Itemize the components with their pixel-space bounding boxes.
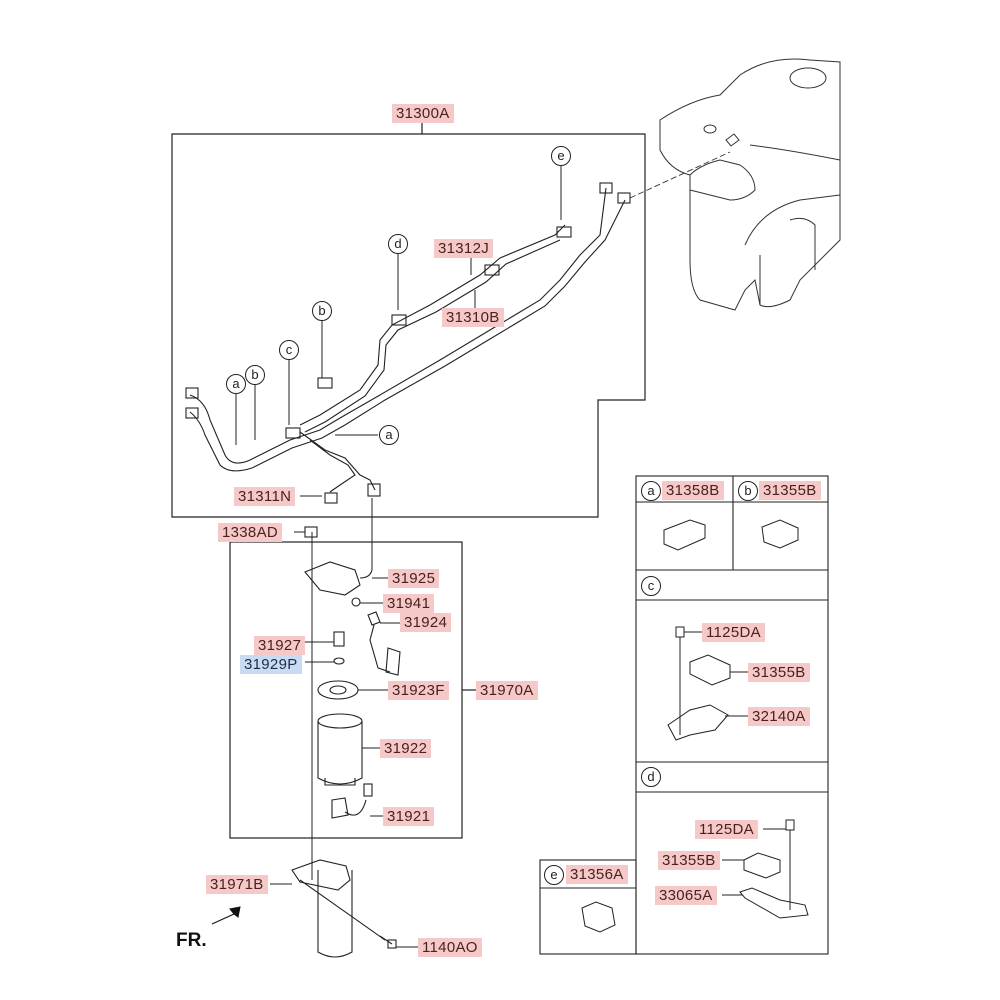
callout-31927[interactable]: 31927 [254,636,306,655]
marker-a: a [226,374,246,394]
callout-31921[interactable]: 31921 [383,807,435,826]
label-leaders [270,577,418,948]
callout-31311N[interactable]: 31311N [234,487,296,506]
detail-b-part[interactable]: 31355B [759,481,821,500]
detail-marker-e: e [544,865,564,885]
callout-31923F[interactable]: 31923F [388,681,449,700]
detail-c-part-bolt[interactable]: 1125DA [702,623,765,642]
connection-line [629,151,731,199]
detail-leaders [684,631,786,896]
front-direction-label: FR. [176,930,207,951]
callout-31924[interactable]: 31924 [400,613,452,632]
marker-c: c [279,340,299,360]
detail-marker-c: c [641,576,661,596]
callout-1140AO[interactable]: 1140AO [418,938,482,957]
callout-31922[interactable]: 31922 [380,739,432,758]
callout-31929P[interactable]: 31929P [240,655,302,674]
marker-e: e [551,146,571,166]
detail-a-part[interactable]: 31358B [662,481,724,500]
detail-marker-a: a [641,481,661,501]
detail-c-part-bracket[interactable]: 32140A [748,707,810,726]
detail-e-part[interactable]: 31356A [566,865,628,884]
fuel-lines-drawing [185,182,631,504]
callout-31925[interactable]: 31925 [388,569,440,588]
callout-31310B[interactable]: 31310B [442,308,504,327]
marker-b: b [245,365,265,385]
front-arrow-icon [211,906,241,925]
detail-d-part-bracket[interactable]: 33065A [655,886,717,905]
detail-c-part-clip[interactable]: 31355B [748,663,810,682]
marker-leaders [235,165,562,880]
marker-b: b [312,301,332,321]
marker-a: a [379,425,399,445]
detail-d-part-bolt[interactable]: 1125DA [695,820,758,839]
assembly-frames [171,120,646,839]
callout-31300A[interactable]: 31300A [392,104,454,123]
callout-31970A[interactable]: 31970A [476,681,538,700]
detail-parts-drawing [581,519,809,933]
detail-d-part-clip[interactable]: 31355B [658,851,720,870]
callout-1338AD[interactable]: 1338AD [218,523,283,542]
detail-table-grid [539,475,829,955]
fuel-tank-drawing [659,58,841,311]
callout-31941[interactable]: 31941 [383,594,435,613]
callout-31971B[interactable]: 31971B [206,875,268,894]
fuel-line-assembly-frame [171,133,646,518]
marker-d: d [388,234,408,254]
callout-31312J[interactable]: 31312J [434,239,494,258]
filter-parts-drawing [291,526,401,958]
detail-marker-d: d [641,767,661,787]
detail-marker-b: b [738,481,758,501]
